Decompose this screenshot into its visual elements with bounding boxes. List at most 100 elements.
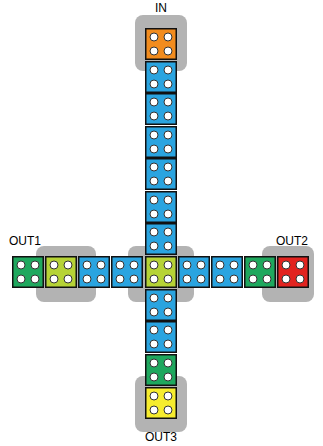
block-pin <box>164 392 172 400</box>
block-pin <box>164 210 172 218</box>
block-pin <box>31 261 39 269</box>
block-body <box>146 224 177 255</box>
block-pin <box>150 359 158 367</box>
block-pin <box>130 261 138 269</box>
block-pin <box>150 406 158 414</box>
block-pin <box>164 275 172 283</box>
block <box>13 257 44 288</box>
block-body <box>179 257 210 288</box>
block-pin <box>116 275 124 283</box>
block-pin <box>164 359 172 367</box>
block-pin <box>197 261 205 269</box>
block-body <box>146 62 177 93</box>
block <box>245 257 276 288</box>
block-pin <box>164 177 172 185</box>
block-pin <box>164 33 172 41</box>
block-body <box>46 257 77 288</box>
block-pin <box>183 275 191 283</box>
block-pin <box>150 308 158 316</box>
block <box>146 290 177 321</box>
block-pin <box>263 275 271 283</box>
block-body <box>146 192 177 223</box>
block-pin <box>83 261 91 269</box>
block-pin <box>216 261 224 269</box>
block-pin <box>150 275 158 283</box>
block-body <box>146 94 177 125</box>
block-pin <box>97 275 105 283</box>
block-pin <box>64 275 72 283</box>
port-label: OUT2 <box>276 234 308 248</box>
block-pin <box>164 326 172 334</box>
block-pin <box>150 210 158 218</box>
block-pin <box>164 294 172 302</box>
block-body <box>245 257 276 288</box>
block-pin <box>150 242 158 250</box>
block-pin <box>130 275 138 283</box>
block-pin <box>150 373 158 381</box>
block-pin <box>150 163 158 171</box>
block-pin <box>263 261 271 269</box>
block-pin <box>164 98 172 106</box>
block-pin <box>164 145 172 153</box>
block <box>212 257 243 288</box>
block-pin <box>164 80 172 88</box>
block-pin <box>150 261 158 269</box>
block-pin <box>150 228 158 236</box>
block-pin <box>150 80 158 88</box>
block-pin <box>150 294 158 302</box>
block-pin <box>150 340 158 348</box>
block-pin <box>150 98 158 106</box>
block-pin <box>296 261 304 269</box>
block-pin <box>164 163 172 171</box>
block <box>146 355 177 386</box>
block-pin <box>150 145 158 153</box>
block-pin <box>150 47 158 55</box>
block-pin <box>64 261 72 269</box>
blocks <box>13 29 309 419</box>
block-pin <box>116 261 124 269</box>
block-body <box>146 29 177 60</box>
block-pin <box>164 112 172 120</box>
block-pin <box>230 261 238 269</box>
port-label: OUT3 <box>145 430 177 444</box>
block-body <box>79 257 110 288</box>
block-pin <box>216 275 224 283</box>
block <box>146 159 177 190</box>
block-pin <box>282 261 290 269</box>
block <box>146 192 177 223</box>
block-pin <box>296 275 304 283</box>
block-body <box>146 257 177 288</box>
block <box>146 62 177 93</box>
block-pin <box>164 196 172 204</box>
block-pin <box>164 47 172 55</box>
block <box>146 29 177 60</box>
block-pin <box>164 66 172 74</box>
block <box>278 257 309 288</box>
block-pin <box>31 275 39 283</box>
block <box>146 388 177 419</box>
block-pin <box>164 131 172 139</box>
block-pin <box>249 261 257 269</box>
block-pin <box>150 326 158 334</box>
block-pin <box>50 275 58 283</box>
block-pin <box>150 66 158 74</box>
block-pin <box>97 261 105 269</box>
block-pin <box>164 261 172 269</box>
block-pin <box>150 33 158 41</box>
port-label: IN <box>155 1 167 15</box>
block-body <box>146 355 177 386</box>
block-pin <box>249 275 257 283</box>
block <box>79 257 110 288</box>
block <box>46 257 77 288</box>
block <box>146 257 177 288</box>
block <box>112 257 143 288</box>
block-pin <box>150 131 158 139</box>
port-label: OUT1 <box>9 234 41 248</box>
block-body <box>146 322 177 353</box>
block <box>146 224 177 255</box>
block-body <box>212 257 243 288</box>
block-body <box>146 127 177 158</box>
block-body <box>146 290 177 321</box>
block <box>146 94 177 125</box>
